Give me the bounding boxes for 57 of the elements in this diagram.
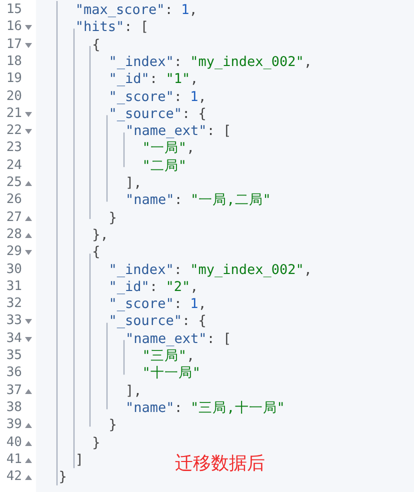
line-number: 19	[5, 70, 22, 88]
code-line: ],	[126, 382, 142, 400]
code-line: "一局",	[142, 139, 195, 158]
code-line: "_source": {	[108, 104, 206, 123]
line-number: 24	[5, 156, 22, 175]
line-number: 16	[5, 18, 22, 36]
code-line: "_score": 1,	[108, 295, 206, 314]
code-line: "二局"	[142, 156, 186, 175]
line-number: 30	[5, 260, 22, 278]
line-number: 26	[5, 191, 22, 210]
code-line: {	[92, 243, 100, 262]
code-line: }	[108, 208, 117, 227]
line-number: 18	[5, 52, 22, 71]
code-line: }	[58, 468, 67, 486]
line-number: 20	[5, 88, 22, 106]
line-number: 29	[5, 243, 22, 262]
line-number: 41	[5, 450, 22, 469]
code-line: "name_ext": [	[126, 122, 232, 140]
line-number: 34	[5, 330, 22, 348]
code-line: {	[92, 36, 100, 54]
line-number: 40	[5, 434, 22, 452]
code-line: }	[92, 434, 100, 452]
code-line: ],	[126, 174, 142, 192]
line-number: 28	[5, 226, 22, 244]
code-line: "十一局"	[142, 364, 200, 382]
line-number: 33	[5, 312, 22, 330]
line-number: 22	[5, 122, 22, 140]
line-number: 31	[5, 278, 22, 296]
line-number: 25	[5, 174, 22, 192]
line-number: 27	[5, 208, 22, 227]
code-line: "max_score": 1,	[75, 1, 198, 19]
code-line: "三局",	[142, 347, 195, 365]
line-number: 32	[5, 295, 22, 314]
line-number: 42	[5, 468, 22, 486]
line-number: 38	[5, 398, 22, 417]
code-line: "_id": "2",	[108, 278, 198, 296]
code-line: "_index": "my_index_002",	[108, 52, 312, 71]
code-line: ]	[75, 450, 84, 469]
line-number: 35	[5, 347, 22, 365]
code-line: "_id": "1",	[108, 70, 198, 88]
line-number: 36	[5, 364, 22, 382]
line-number: 17	[5, 36, 22, 54]
code-line: "name_ext": [	[126, 330, 232, 348]
line-number: 23	[5, 139, 22, 158]
code-line: "_index": "my_index_002",	[108, 260, 312, 278]
line-number: 21	[5, 104, 22, 123]
code-line: "name": "三局,十一局"	[126, 398, 285, 417]
code-line: },	[92, 226, 108, 244]
code-line: "_score": 1,	[108, 88, 206, 106]
code-line: "hits": [	[75, 18, 149, 36]
code-line: }	[108, 416, 117, 434]
annotation-text: 迁移数据后	[175, 452, 265, 476]
line-number: 39	[5, 416, 22, 434]
code-line: "_source": {	[108, 312, 206, 330]
line-number: 15	[5, 1, 22, 19]
line-number: 37	[5, 382, 22, 400]
code-line: "name": "一局,二局"	[126, 191, 271, 210]
